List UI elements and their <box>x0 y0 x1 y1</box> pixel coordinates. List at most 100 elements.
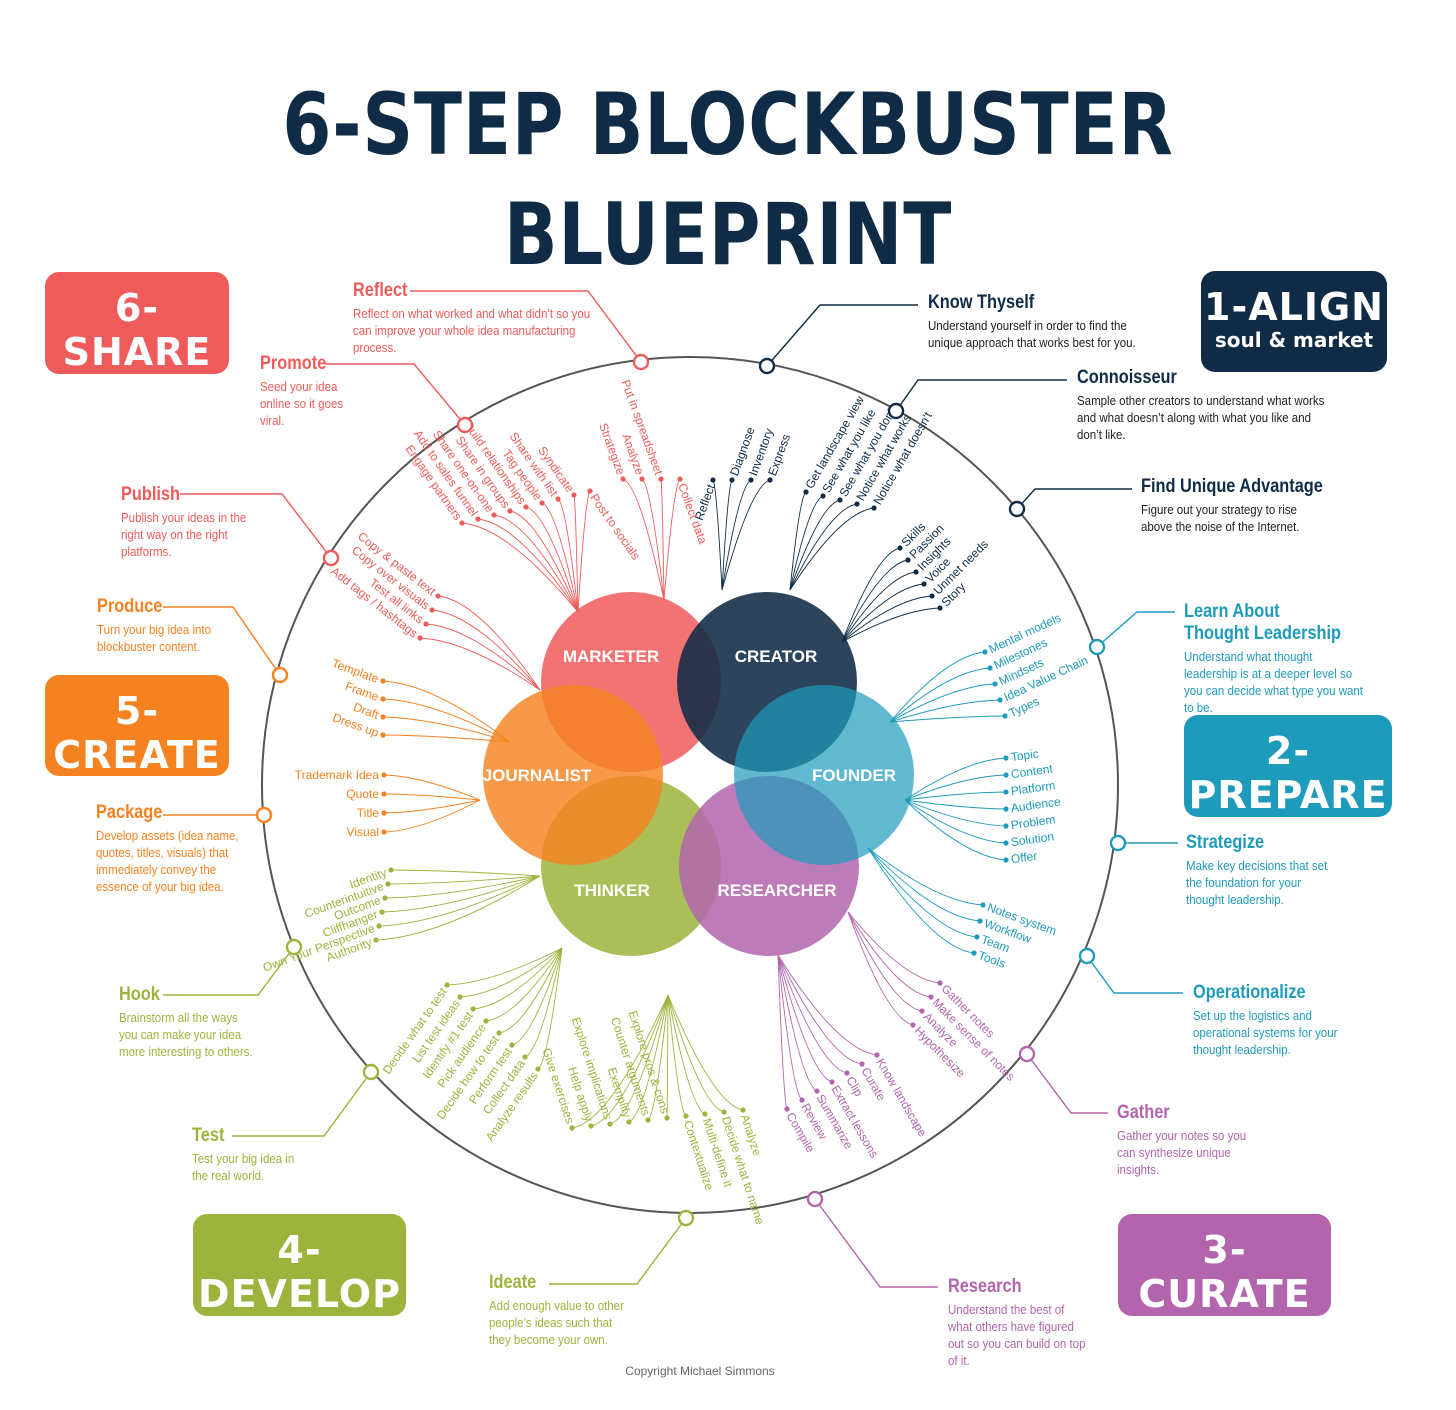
step-number: 4-DEVELOP <box>198 1228 401 1316</box>
branch-dot <box>491 512 497 518</box>
branch-dot <box>1003 823 1009 829</box>
thinker-label: THINKER <box>574 881 650 900</box>
callout-desc: Add enough value to other people’s ideas… <box>489 1299 624 1347</box>
branch-dot <box>417 635 423 641</box>
branch-dot <box>702 1111 708 1117</box>
branch-dot <box>435 593 441 599</box>
branch-line <box>867 847 984 906</box>
marketer-label: MARKETER <box>563 647 659 666</box>
branch-line <box>577 490 591 613</box>
callout-reflect: Reflect Reflect on what worked and what … <box>353 280 623 357</box>
callout-thought-leadership: Learn About Thought Leadership Understan… <box>1184 601 1379 717</box>
ring-node <box>806 1190 824 1208</box>
branch-dot <box>607 1121 613 1127</box>
branch-dot <box>509 1042 515 1048</box>
branch-dot <box>535 1066 541 1072</box>
branch-line <box>390 869 541 877</box>
branch-line <box>384 875 541 899</box>
branch-line <box>904 799 1007 810</box>
branch-label: Quote <box>346 787 379 801</box>
branch-line <box>509 510 579 613</box>
callout-desc: Understand yourself in order to find the… <box>928 319 1136 350</box>
ring-node <box>1109 834 1127 852</box>
step-number: 5-CREATE <box>53 689 221 777</box>
branch-dot <box>522 1054 528 1060</box>
step-number: 3-CURATE <box>1138 1228 1311 1316</box>
branch-dot <box>429 607 435 613</box>
branch-dot <box>380 732 386 738</box>
branch-line <box>375 875 541 941</box>
branch-dot <box>507 508 513 514</box>
branch-line <box>667 994 687 1117</box>
branch-dot <box>444 982 450 988</box>
branch-label: Problem <box>1010 812 1056 832</box>
copyright: Copyright Michael Simmons <box>625 1364 775 1378</box>
branch-line <box>666 994 669 1119</box>
branch-line <box>493 514 579 613</box>
branch-line <box>777 954 788 1110</box>
branch-dot <box>799 1097 805 1103</box>
branch-line <box>841 595 933 643</box>
branch-dot <box>664 1115 670 1121</box>
branch-dot <box>929 593 935 599</box>
branch-label: Audience <box>1010 794 1062 815</box>
branch-dot <box>588 1123 594 1129</box>
branch-dot <box>423 621 429 627</box>
branch-dot <box>814 1088 820 1094</box>
branch-dot <box>620 476 626 482</box>
branch-line <box>525 506 579 613</box>
branch-dot <box>992 681 998 687</box>
branch-line <box>867 847 975 954</box>
branch-dot <box>820 493 826 499</box>
branch-line <box>622 478 665 601</box>
branch-line <box>841 583 925 643</box>
branch-dot <box>1003 772 1009 778</box>
step-number: 1-ALIGN <box>1204 285 1384 329</box>
branch-line <box>663 478 681 601</box>
branch-dot <box>859 1061 865 1067</box>
leader-line <box>180 493 332 559</box>
branch-line <box>777 954 833 1083</box>
leader-line <box>163 606 281 676</box>
branch-dot <box>710 477 716 483</box>
branch-dot <box>380 714 386 720</box>
callout-publish: Publish Publish your ideas in the right … <box>121 484 281 561</box>
ring-node <box>1018 1045 1036 1063</box>
branch-line <box>660 478 665 601</box>
branch-line <box>382 680 511 743</box>
branch-dot <box>1002 713 1008 719</box>
leader-line <box>1086 955 1183 994</box>
branch-line <box>847 911 941 984</box>
branch-label: Platform <box>1010 778 1056 798</box>
branch-dot <box>539 500 545 506</box>
branch-dot <box>470 1006 476 1012</box>
journalist-label: JOURNALIST <box>483 766 592 785</box>
callout-test: Test Test your big idea in the real worl… <box>192 1125 322 1185</box>
branch-dot <box>928 994 934 1000</box>
branch-line <box>498 947 563 1034</box>
branch-line <box>847 911 923 1012</box>
branch-dot <box>982 649 988 655</box>
callout-title: Publish <box>121 484 181 505</box>
branch-line <box>524 947 563 1058</box>
step-subtitle: everywhere <box>70 373 204 397</box>
branch-line <box>557 498 579 613</box>
leader-line <box>163 946 295 996</box>
callout-desc: Set up the logistics and operational sys… <box>1193 1009 1338 1057</box>
ring-node <box>758 357 776 375</box>
callout-desc: Publish your ideas in the right way on t… <box>121 511 247 559</box>
callout-desc: Gather your notes so you can synthesize … <box>1117 1129 1247 1177</box>
ring-node <box>285 938 303 956</box>
branch-line <box>609 994 669 1125</box>
branch-line <box>889 715 1006 723</box>
branch-dot <box>483 1018 489 1024</box>
branch-label: Visual <box>347 825 379 839</box>
branch-dot <box>677 476 683 482</box>
branch-dot <box>1003 857 1009 863</box>
branch-label: Post to socials <box>587 491 643 562</box>
callout-title: Learn About Thought Leadership <box>1184 601 1342 644</box>
branch-line <box>590 994 669 1127</box>
branch-line <box>777 954 803 1101</box>
branch-dot <box>1003 789 1009 795</box>
